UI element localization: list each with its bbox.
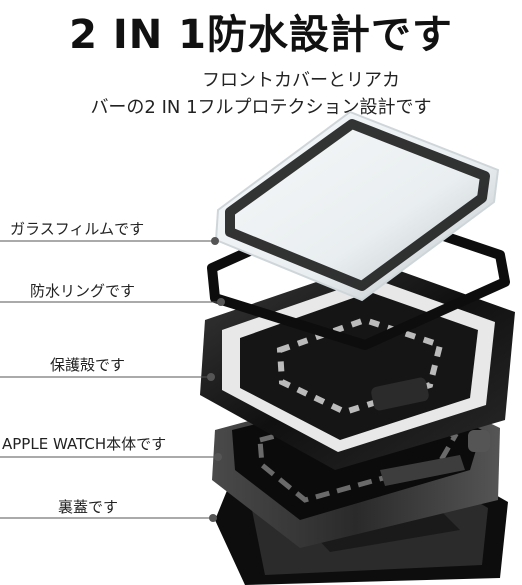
label-protective-case: 保護殻です bbox=[50, 356, 126, 374]
callout-dots bbox=[207, 237, 225, 522]
subtitle-line-2: バーの2 IN 1フルプロテクション設計です bbox=[90, 97, 432, 118]
label-back-cover: 裏蓋です bbox=[58, 498, 119, 516]
page-title: 2 IN 1防水設計です bbox=[69, 12, 453, 58]
label-apple-watch-body: APPLE WATCH本体です bbox=[2, 435, 167, 453]
callout-leader-lines bbox=[0, 240, 220, 519]
label-glass-film: ガラスフィルムです bbox=[10, 220, 145, 238]
label-waterproof-ring: 防水リングです bbox=[30, 282, 136, 300]
subtitle-line-1: フロントカバーとリアカ bbox=[202, 70, 400, 91]
glass-film-part bbox=[214, 110, 500, 302]
